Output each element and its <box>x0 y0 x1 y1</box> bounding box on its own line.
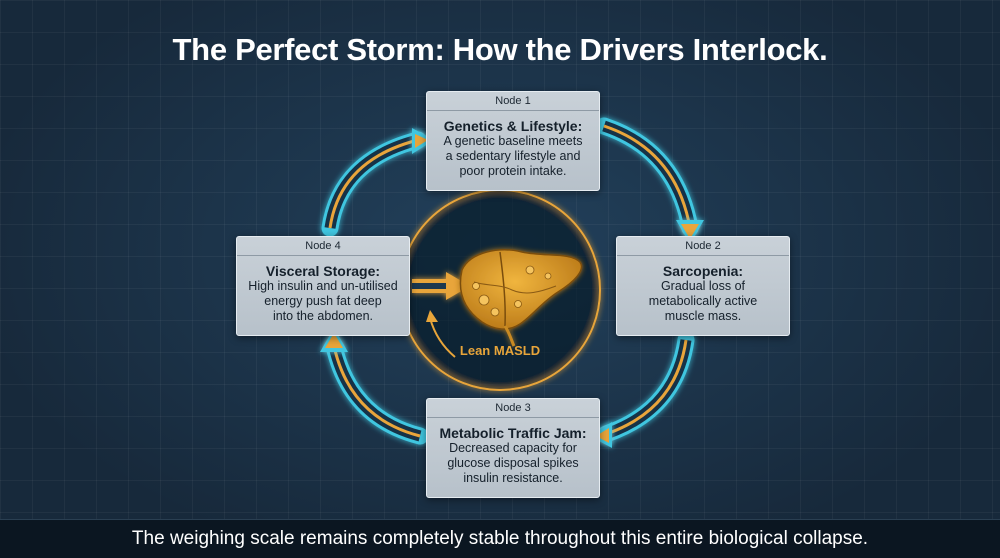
caption-footer: The weighing scale remains completely st… <box>0 519 1000 558</box>
node-description-line: a sedentary lifestyle and <box>445 149 581 163</box>
cycle-arrowheads <box>320 128 704 448</box>
node-description-line: poor protein intake. <box>459 164 567 178</box>
node-description-line: High insulin and un-utilised <box>248 279 398 293</box>
node-2-card: Node 2 Sarcopenia: Gradual loss of metab… <box>616 236 790 336</box>
center-label: Lean MASLD <box>459 343 541 358</box>
node-description-line: energy push fat deep <box>264 294 382 308</box>
page-title: The Perfect Storm: How the Drivers Inter… <box>172 32 828 67</box>
node-tag: Node 2 <box>617 237 789 256</box>
node-description-line: Decreased capacity for <box>449 441 577 455</box>
node-description-line: A genetic baseline meets <box>443 134 583 148</box>
node-4-card: Node 4 Visceral Storage: High insulin an… <box>236 236 410 336</box>
node-description-line: into the abdomen. <box>272 309 374 323</box>
node-description-line: metabolically active <box>648 294 758 308</box>
node-description-line: glucose disposal spikes <box>447 456 579 470</box>
arrow-node4-to-liver <box>412 272 470 300</box>
node-3-card: Node 3 Metabolic Traffic Jam: Decreased … <box>426 398 600 498</box>
node-description-line: muscle mass. <box>664 309 742 323</box>
node-tag: Node 3 <box>427 399 599 418</box>
liver-icon <box>459 249 583 347</box>
node-title: Metabolic Traffic Jam: <box>439 425 587 441</box>
node-description: Decreased capacity for glucose disposal … <box>427 441 599 486</box>
node-description: A genetic baseline meets a sedentary lif… <box>427 134 599 179</box>
node-description-line: insulin resistance. <box>463 471 563 485</box>
node-title: Genetics & Lifestyle: <box>443 118 583 134</box>
cycle-arrows <box>321 117 699 445</box>
node-1-card: Node 1 Genetics & Lifestyle: A genetic b… <box>426 91 600 191</box>
node-tag: Node 4 <box>237 237 409 256</box>
node-title: Sarcopenia: <box>662 263 744 279</box>
node-description: Gradual loss of metabolically active mus… <box>617 279 789 324</box>
node-tag: Node 1 <box>427 92 599 111</box>
node-title: Visceral Storage: <box>265 263 381 279</box>
node-description-line: Gradual loss of <box>660 279 746 293</box>
node-description: High insulin and un-utilised energy push… <box>237 279 409 324</box>
